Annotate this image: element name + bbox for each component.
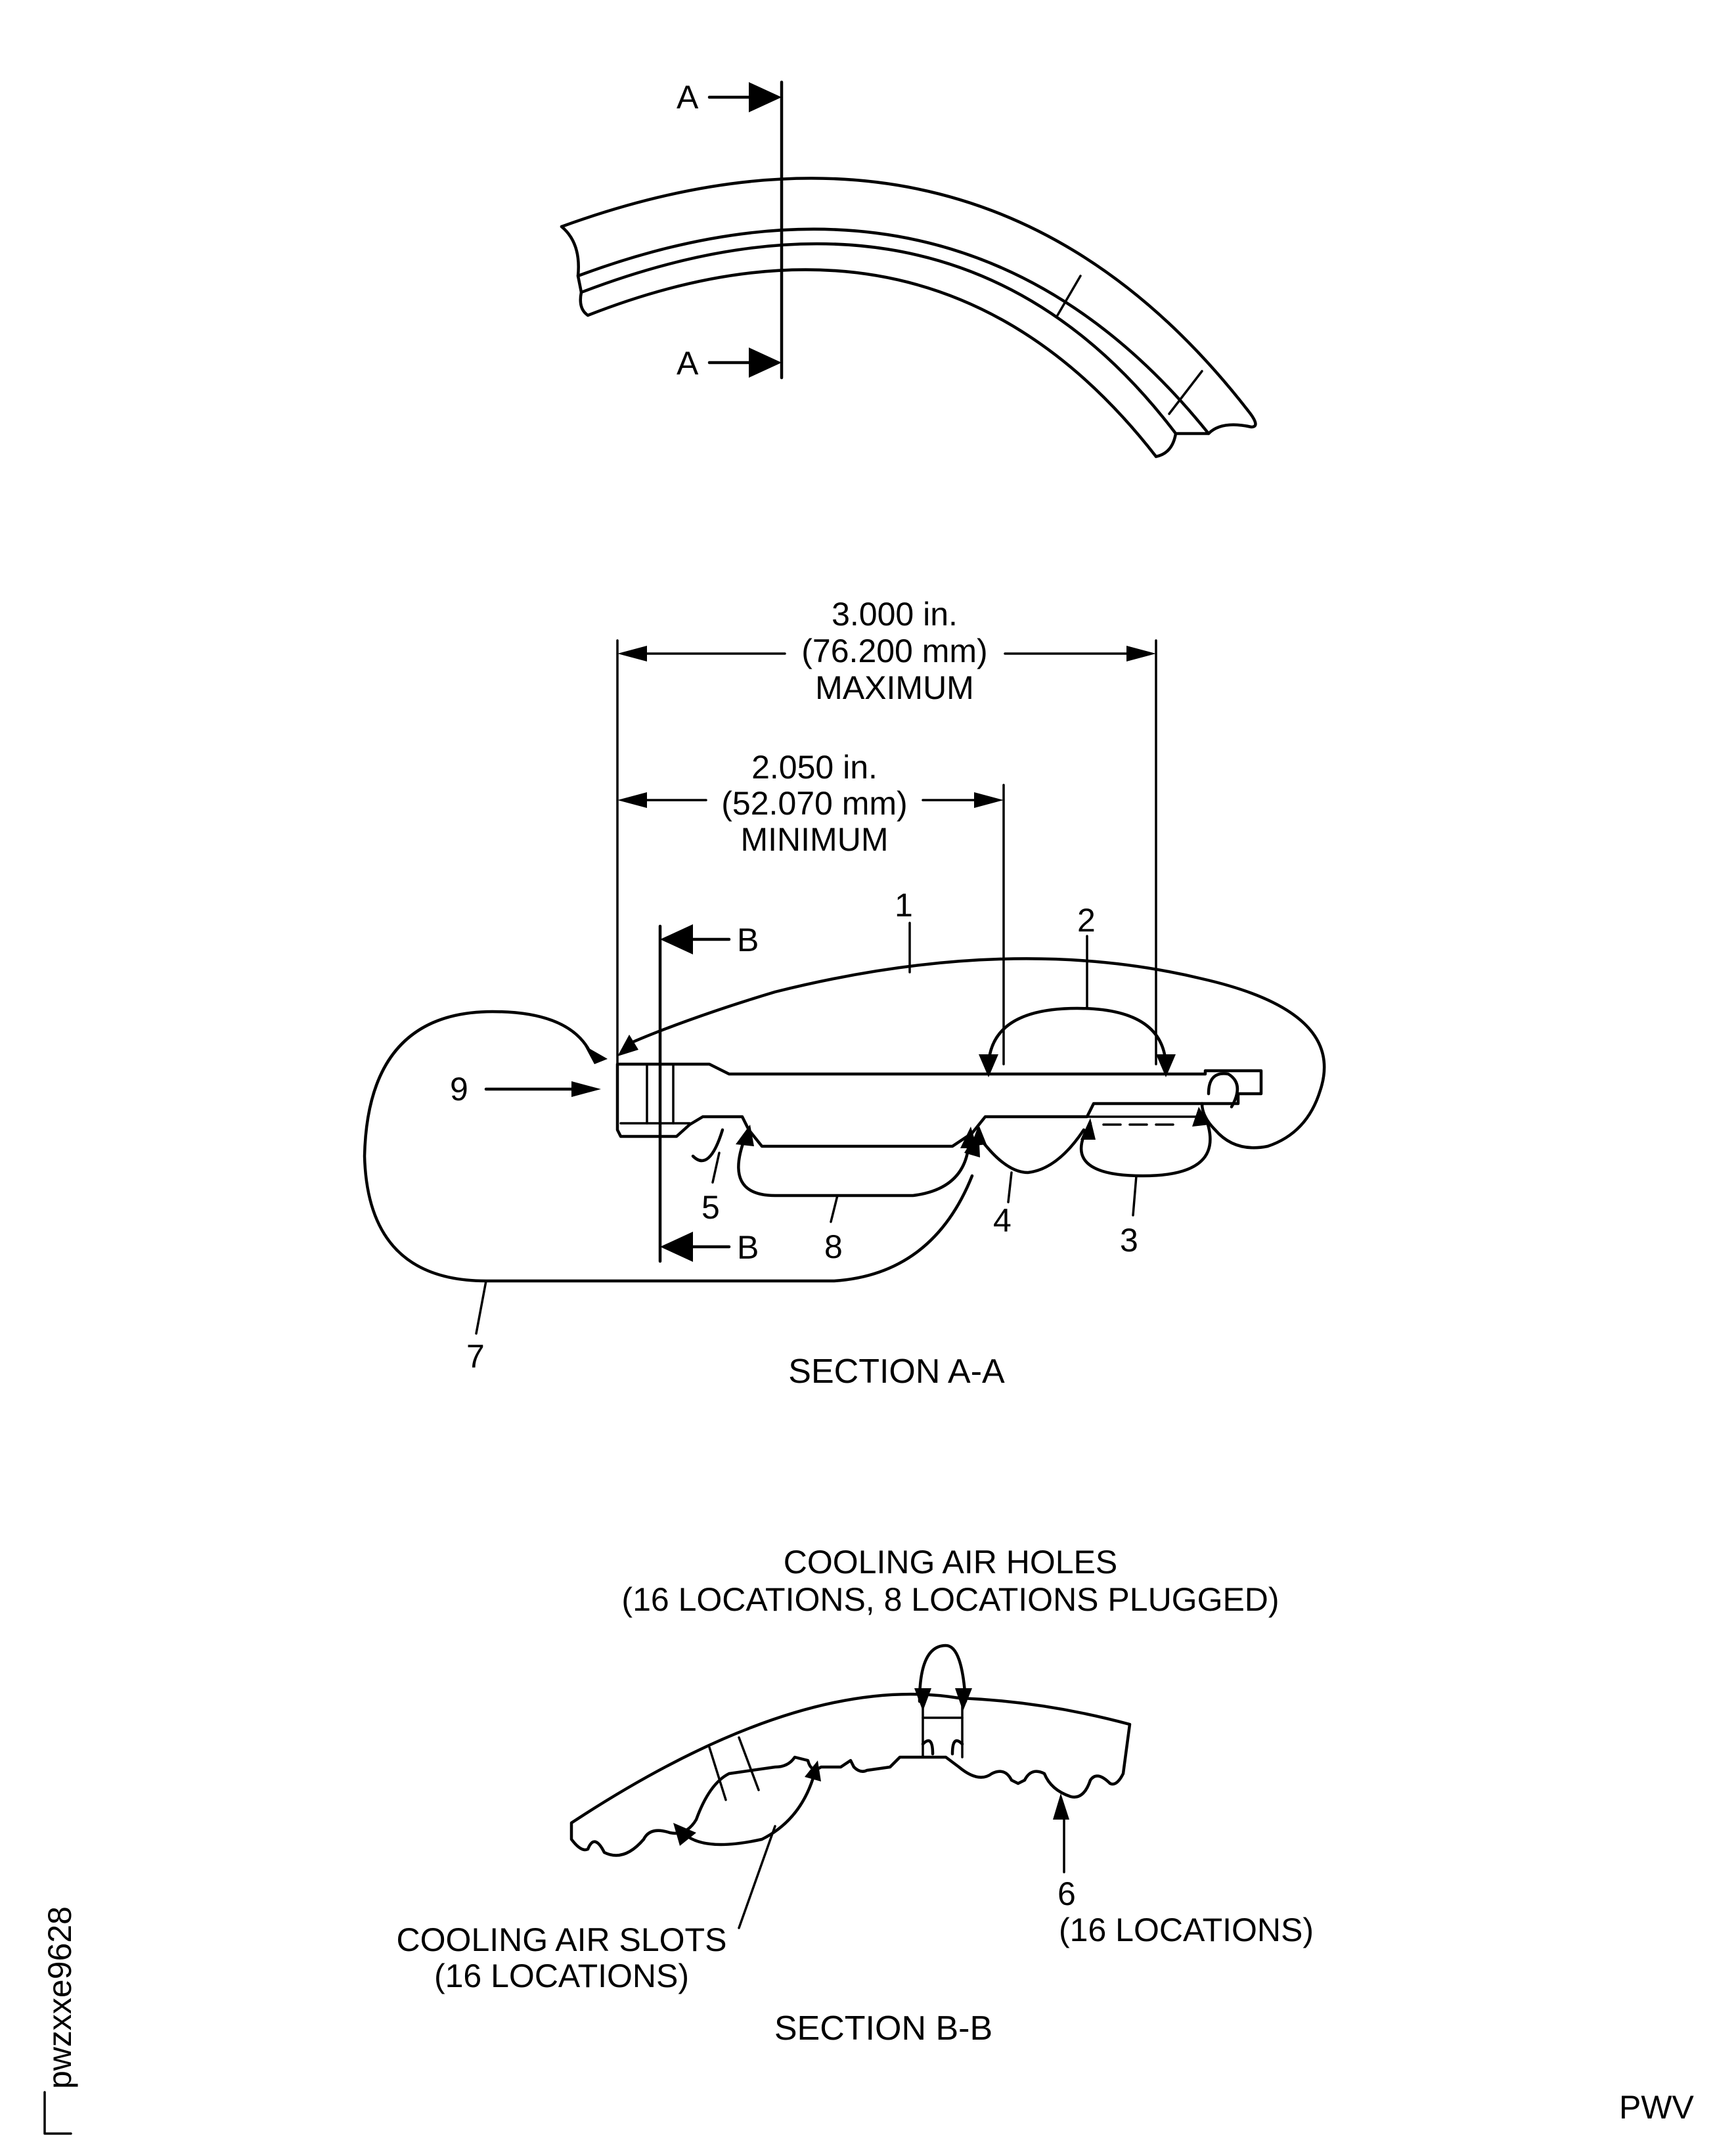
cross-section-profile bbox=[615, 1062, 1263, 1148]
callout-1: 1 bbox=[895, 887, 913, 924]
dim-max-mm: (76.200 mm) bbox=[801, 633, 987, 669]
section-a-a-title: SECTION A-A bbox=[788, 1353, 1005, 1391]
cooling-air-holes-label-line2: (16 LOCATIONS, 8 LOCATIONS PLUGGED) bbox=[621, 1581, 1279, 1618]
cooling-air-slots-label-line2: (16 LOCATIONS) bbox=[434, 1958, 689, 1994]
callout-9: 9 bbox=[450, 1071, 468, 1108]
dim-min-inches: 2.050 in. bbox=[751, 749, 878, 786]
curved-segment-outline bbox=[560, 177, 1257, 459]
dim-min-mm: (52.070 mm) bbox=[721, 785, 907, 822]
section-a-label-bottom: A bbox=[677, 345, 699, 382]
dimension-maximum: 3.000 in. (76.200 mm) MAXIMUM bbox=[616, 596, 1157, 1065]
section-b-b: COOLING AIR HOLES (16 LOCATIONS, 8 LOCAT… bbox=[397, 1544, 1314, 2048]
callout-leaders bbox=[363, 922, 1326, 1335]
callout-5: 5 bbox=[701, 1189, 720, 1226]
dim-max-qualifier: MAXIMUM bbox=[815, 669, 974, 706]
section-b-b-leaders bbox=[673, 1644, 1069, 1929]
dimension-minimum: 2.050 in. (52.070 mm) MINIMUM bbox=[617, 749, 1005, 1065]
cooling-air-slots-label-line1: COOLING AIR SLOTS bbox=[397, 1921, 727, 1958]
cooling-air-holes-label-line1: COOLING AIR HOLES bbox=[784, 1544, 1117, 1580]
callout-8: 8 bbox=[824, 1228, 843, 1265]
dim-max-inches: 3.000 in. bbox=[832, 596, 958, 633]
figure-id-text: pwzxxe9628 bbox=[41, 1906, 78, 2089]
top-view: A A bbox=[560, 79, 1257, 459]
section-a-label-top: A bbox=[677, 79, 699, 116]
callout-6: 6 bbox=[1057, 1875, 1076, 1912]
section-b-label-top: B bbox=[737, 922, 759, 958]
figure-id: pwzxxe9628 bbox=[41, 1906, 78, 2135]
callout-3: 3 bbox=[1120, 1222, 1138, 1259]
dim-min-qualifier: MINIMUM bbox=[741, 821, 889, 858]
callout-4: 4 bbox=[993, 1202, 1012, 1239]
section-line-a-a bbox=[707, 80, 784, 380]
section-line-b-b: B B bbox=[658, 922, 759, 1266]
corner-mark: PWV bbox=[1619, 2089, 1695, 2126]
callout-7: 7 bbox=[466, 1338, 485, 1375]
section-b-label-bottom: B bbox=[737, 1229, 759, 1266]
section-b-b-profile bbox=[569, 1692, 1132, 1857]
callout-6-note: (16 LOCATIONS) bbox=[1059, 1912, 1314, 1948]
section-b-b-title: SECTION B-B bbox=[774, 2009, 992, 2048]
callout-2: 2 bbox=[1077, 902, 1096, 939]
section-a-a: 3.000 in. (76.200 mm) MAXIMUM 2.050 in. … bbox=[363, 596, 1326, 1391]
